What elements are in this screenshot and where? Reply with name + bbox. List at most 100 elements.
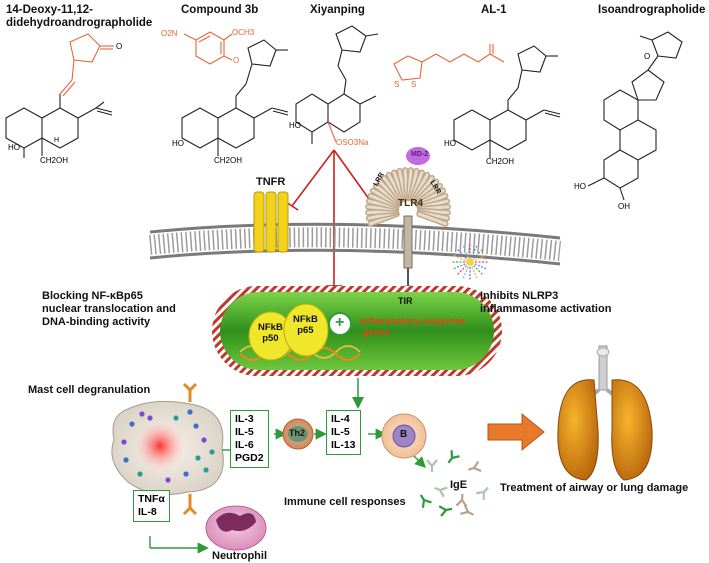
inflammasome-spoke	[474, 263, 487, 270]
sulfonate-label: OSO3Na	[336, 138, 369, 147]
ch2oh-label: CH2OH	[214, 156, 243, 165]
md2-label: MD-2	[411, 151, 429, 158]
granule	[139, 411, 145, 417]
compound-4-name: AL-1	[481, 4, 507, 16]
immune-response-label: Immune cell responses	[284, 496, 406, 508]
nlrp3-inflammasome	[452, 244, 488, 280]
granule	[203, 467, 209, 473]
inhibition-lines	[285, 149, 381, 287]
nucleus	[212, 286, 502, 376]
granule	[137, 471, 143, 477]
th2-cell	[282, 418, 314, 450]
tir-label: TIR	[398, 296, 413, 306]
inflammasome-spoke	[462, 266, 469, 279]
ether-oxygen-label: O	[233, 56, 240, 65]
compound-1-name: 14-Deoxy-11,12-didehydroandrographolide	[6, 4, 153, 29]
granule	[193, 423, 199, 429]
b-cell	[381, 413, 427, 459]
granule	[129, 421, 135, 427]
tnfr-label: TNFR	[256, 176, 286, 188]
granule	[173, 415, 179, 421]
nlrp3-text: Inhibits NLRP3 inflammasome activation	[480, 290, 612, 315]
compound-5-structure	[587, 31, 683, 201]
hydroxyl-label: HO	[574, 182, 586, 191]
inflammasome-spoke	[474, 254, 487, 261]
hydroxyl-label: HO	[444, 139, 456, 148]
ige-antibody	[438, 505, 453, 517]
hydroxyl-label: HO	[289, 121, 301, 130]
inflammasome-spoke	[471, 266, 478, 279]
compound-2-structure	[181, 31, 289, 156]
inflammasome-spoke	[473, 265, 484, 276]
neutrophil-label: Neutrophil	[212, 550, 267, 562]
inflammasome-core	[466, 258, 474, 266]
inflammasome-spoke	[462, 245, 469, 258]
inflammasome-spoke	[471, 245, 478, 258]
ring-oxygen-label: O	[644, 52, 651, 61]
granule	[147, 415, 153, 421]
granule	[201, 437, 207, 443]
ige-antibody	[455, 493, 468, 508]
ige-antibodies	[419, 450, 489, 517]
granule	[123, 457, 129, 463]
carbonyl-oxygen-label: O	[116, 42, 123, 51]
tnf-box: TNFα IL-8	[133, 490, 170, 522]
ige-antibody	[476, 486, 489, 500]
th2-label: Th2	[289, 428, 306, 438]
hydroxyl-label: OH	[618, 202, 630, 211]
ige-antibody	[419, 494, 432, 508]
cell-membrane	[149, 222, 562, 266]
tlr4-lrr-highlight	[417, 212, 448, 226]
methoxy-label: OCH3	[232, 28, 255, 37]
mast-cell-label: Mast cell degranulation	[28, 384, 151, 396]
inflammasome-spoke	[456, 265, 467, 276]
compound-5-name: Isoandrographolide	[598, 4, 706, 16]
granule	[121, 439, 127, 445]
compound-3-name: Xiyanping	[310, 4, 365, 16]
tnfr-receptor	[253, 191, 289, 253]
tlr4-receptor	[365, 147, 451, 319]
cytokine-box-1: IL-3 IL-5 IL-6 PGD2	[230, 410, 269, 468]
ige-antibody	[447, 450, 460, 464]
ige-antibody	[434, 486, 448, 498]
b-cell-label: B	[400, 429, 408, 440]
treatment-label: Treatment of airway or lung damage	[500, 482, 689, 494]
treatment-arrow	[487, 412, 545, 452]
activation-plus: +	[335, 314, 345, 331]
granule	[209, 449, 215, 455]
ige-label: IgE	[450, 479, 468, 491]
granule	[195, 455, 201, 461]
ch2oh-label: CH2OH	[40, 156, 69, 165]
inflammasome-spoke	[453, 254, 466, 261]
ige-antibody	[460, 504, 474, 516]
inflammasome-spoke	[473, 248, 484, 259]
ch2oh-label: CH2OH	[486, 157, 515, 166]
granule	[183, 471, 189, 477]
nitro-label: O2N	[161, 29, 178, 38]
inflammasome-spoke	[453, 263, 466, 270]
lungs	[557, 345, 653, 481]
compound-4-structure	[393, 44, 561, 158]
mast-cell	[111, 382, 224, 516]
hydrogen-label: H	[54, 137, 60, 144]
inflammasome-spoke	[456, 248, 467, 259]
neutrophil-cell	[205, 505, 267, 551]
hydroxyl-label: HO	[8, 143, 20, 152]
granule	[187, 409, 193, 415]
tlr4-label: TLR4	[398, 198, 423, 209]
sulfur-label: S	[394, 80, 400, 89]
nfkb-blocking-text: Blocking NF-κBp65 nuclear translocation …	[42, 290, 176, 328]
ige-antibody	[467, 460, 482, 473]
compound-2-name: Compound 3b	[181, 4, 259, 16]
granule	[165, 477, 171, 483]
compound-3-structure	[295, 25, 379, 144]
cytokine-box-2: IL-4 IL-5 IL-13	[326, 410, 361, 455]
ige-antibody	[426, 459, 438, 472]
hydroxyl-label: HO	[172, 139, 184, 148]
compound-1-structure	[5, 33, 114, 158]
sulfur-label: S	[411, 80, 417, 89]
